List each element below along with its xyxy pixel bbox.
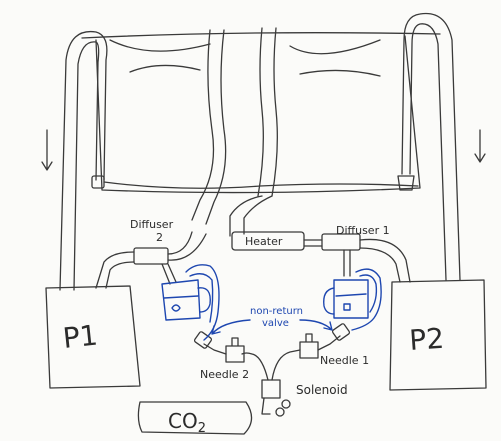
co2-label: CO2 [168,409,206,436]
bubbler-left-water [163,295,199,299]
left-down-arrow [41,129,53,171]
nrv-label-line2: valve [262,318,289,329]
diffuser2-num: 2 [156,231,163,244]
diffuser2-tube-right [167,231,207,261]
solenoid-body [261,379,281,399]
gas-line-right [271,349,301,381]
bubbler-right-inlet [351,268,382,331]
right-loop-end [397,175,415,191]
left-loop-tube-inner [73,41,100,291]
needle2-valve [225,337,245,363]
diffuser2-label: Diffuser [130,218,174,231]
diffuser2-stem [161,263,177,285]
co2-text: CO [168,409,198,433]
bubbler-right-handle [323,287,335,315]
p2-box [389,279,487,391]
p2-label: P2 [408,322,445,357]
bubbler-left [161,279,201,321]
heater-body [231,231,305,251]
bubbler-left-handle [197,287,211,313]
bubbler-right [333,279,369,319]
diffuser2-body [133,247,169,265]
solenoid-knob-2 [275,407,285,417]
diffuser1-body [321,233,361,251]
center-tube-a [191,29,215,221]
diffuser2-tube-left [95,251,135,289]
heater-label: Heater [245,235,283,248]
center-tube-c [257,27,264,197]
nrv-left [193,331,213,349]
nrv-arrow-left [211,319,251,335]
bubbler-right-bubble [343,303,351,311]
bubbler-left-inlet-2 [189,273,214,323]
bubbler-right-water [335,293,367,297]
sheet-bottom-wave [103,181,419,189]
left-loop-tube [59,30,108,291]
hanging-sheet [95,35,421,194]
nrv-right [331,323,351,341]
sheet-fold-top [109,39,211,52]
p1-label: P1 [61,319,99,355]
right-loop-tube [401,12,461,281]
heater-to-diffuser1 [303,239,323,247]
top-rail [81,32,441,39]
co2-subscript: 2 [198,421,206,436]
right-loop-tube-inner [409,23,447,281]
sheet-fold-top-2 [289,39,381,55]
sheet-fold-mid [129,64,201,73]
co2-tank [137,401,253,435]
tank-valve-stem [261,397,271,415]
bubbler-right-inlet-2 [359,274,378,313]
needle1-valve [299,333,319,359]
heater-tube [229,195,273,237]
bubbler-left-bubble [171,304,181,312]
center-tube-b [205,29,227,225]
needle2-label: Needle 2 [200,368,249,381]
nrv-arrow-right [299,319,333,331]
diffuser1-label: Diffuser 1 [336,224,390,237]
needle1-label: Needle 1 [320,354,369,367]
p1-box [45,285,141,389]
center-tube-d [271,27,278,197]
diffuser1-stem [343,249,351,277]
right-down-arrow [474,129,486,163]
sheet-fold-mid-2 [299,69,381,77]
left-loop-end [91,175,105,189]
nrv-label-line1: non-return [250,306,303,317]
diffuser1-tube-right [359,238,411,283]
solenoid-knob-1 [281,399,291,409]
solenoid-label: Solenoid [296,383,348,397]
